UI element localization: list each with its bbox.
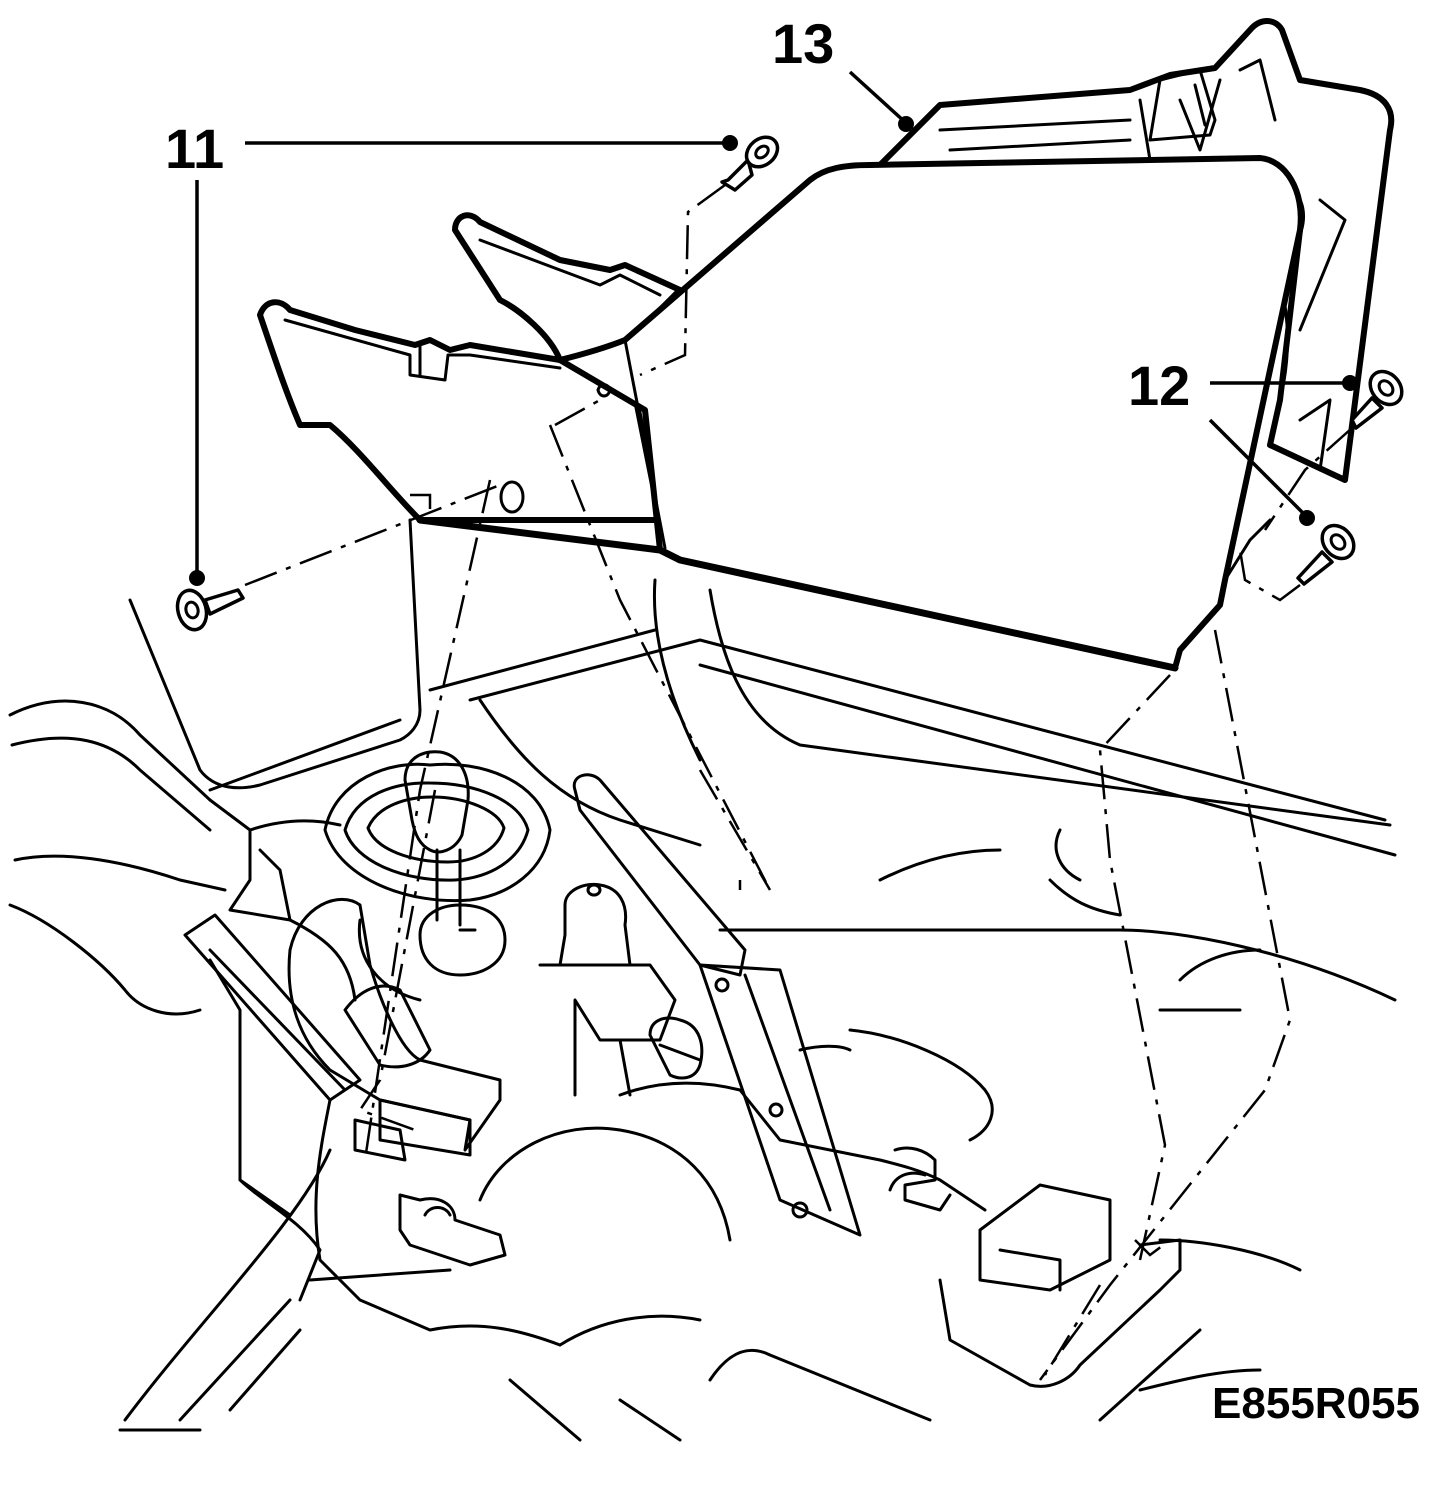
left-panel-inner [208, 718, 402, 792]
assembly-line-right-box [1043, 1239, 1171, 1376]
assembly-line-right-drop-2 [1038, 629, 1292, 1381]
center-bracket [538, 963, 677, 1097]
tunnel-mid-curve [478, 578, 702, 847]
assembly-line-left-box [410, 493, 432, 520]
tunnel-side-curve [708, 588, 1392, 827]
callout-label-11: 11 [165, 117, 224, 180]
screw-12-lower-head [1320, 523, 1356, 561]
assembly-line-handbrake [698, 769, 772, 891]
right-floor-lines [1098, 1238, 1302, 1422]
shift-knob [403, 750, 470, 854]
assembly-line-right-drop-1 [1098, 674, 1171, 1261]
left-floor-outline [8, 699, 212, 832]
upper-flap-inner [478, 238, 662, 297]
assembly-lines [244, 183, 1353, 1381]
assembly-line-panel-drop-center [548, 398, 772, 891]
callout-label-12: 12 [1128, 354, 1190, 417]
leader-12-dot-upper [1342, 375, 1358, 391]
handbrake-arm-holes [714, 977, 809, 1219]
rear-frame-inner-1 [938, 58, 1277, 162]
tunnel-upper-line [428, 628, 1397, 857]
callout-label-13: 13 [772, 12, 834, 75]
tunnel-bracket-left [183, 913, 362, 1102]
screw-11-top-body [720, 158, 754, 192]
floor-right-line [718, 848, 1397, 1002]
panel-hole-left [499, 480, 525, 514]
leader-11-dot-top [722, 135, 738, 151]
assembly-line-screw12-lower [1238, 549, 1301, 602]
callout-leaders [189, 70, 1358, 586]
screw-12-lower [1296, 523, 1356, 586]
front-console-side [257, 299, 663, 523]
shifter-housing [287, 897, 502, 1152]
left-lower-floor [118, 1148, 332, 1432]
center-console-main [557, 155, 1304, 671]
center-console-main-panel [416, 155, 1304, 672]
screw-11-left-head [175, 588, 209, 632]
screw-12-lower-recess [1329, 533, 1347, 551]
leader-12-lower [1208, 418, 1307, 517]
right-rear-panel [938, 1238, 1182, 1388]
right-mid-structure [798, 1028, 994, 1142]
screw-12-lower-body [1296, 550, 1334, 586]
shifter-housing-inner [343, 918, 432, 1069]
floor-lower-right [1158, 948, 1262, 1012]
leader-11-dot-left [189, 570, 205, 586]
left-seat-rail [8, 854, 227, 1016]
leader-13-dot [898, 116, 914, 132]
screw-12-upper-head [1368, 369, 1404, 407]
vehicle-floor-structure [8, 518, 1397, 1442]
front-console-side-panel [257, 212, 683, 523]
rear-frame-lug [1148, 68, 1217, 142]
shifter-boot-mid [343, 781, 530, 882]
left-panel-edge [128, 518, 422, 790]
screw-11-left-body [203, 588, 245, 616]
handbrake-lever [572, 773, 747, 977]
tunnel-frame-left [208, 798, 292, 922]
leader-13 [848, 70, 907, 124]
assembly-line-screw12-upper [1263, 427, 1353, 531]
assembly-line-shifter [358, 789, 437, 1132]
handbrake-arm [698, 963, 862, 1237]
screw-11-left-recess [184, 600, 200, 620]
panel-holes [499, 383, 612, 514]
screw-11-top [720, 135, 780, 192]
assembly-line-screw11-top [639, 183, 726, 377]
center-floor-lines [508, 1348, 932, 1442]
leader-12-dot-lower [1299, 510, 1315, 526]
tunnel-lower-outline [208, 958, 322, 1302]
shifter-base [418, 903, 507, 977]
main-panel-edge [416, 516, 1179, 672]
panel-hole-upper [596, 383, 612, 398]
lower-curve-floor [478, 1126, 732, 1347]
center-bollard [558, 882, 632, 967]
screw-11-left [175, 588, 245, 632]
right-rear-box [978, 1183, 1112, 1292]
left-bottom-clip [398, 1193, 507, 1267]
screw-12-upper [1350, 369, 1404, 430]
front-side-inner [283, 318, 562, 382]
screw-12-upper-body [1350, 396, 1384, 430]
floor-right-step [1048, 828, 1122, 917]
screw-11-top-recess [754, 144, 770, 160]
figure-id-label: E855R055 [1212, 1379, 1420, 1428]
main-panel-right-edge [1223, 518, 1272, 582]
shifter-mount-plate [353, 1098, 472, 1162]
main-panel-crease [623, 338, 667, 550]
screw-11-top-head [744, 135, 780, 169]
right-seat-clip [888, 1146, 952, 1212]
assembly-line-panel-drop-left [363, 479, 492, 1161]
tunnel-bottom-outline [308, 1098, 562, 1347]
handbrake-base [648, 1016, 704, 1080]
shifter-boot-inner [366, 795, 506, 864]
right-lower-panel [618, 1081, 987, 1212]
assembly-line-screw11-left [244, 483, 501, 587]
screw-12-upper-recess [1377, 379, 1395, 397]
tunnel-frame-mid [248, 819, 357, 1002]
